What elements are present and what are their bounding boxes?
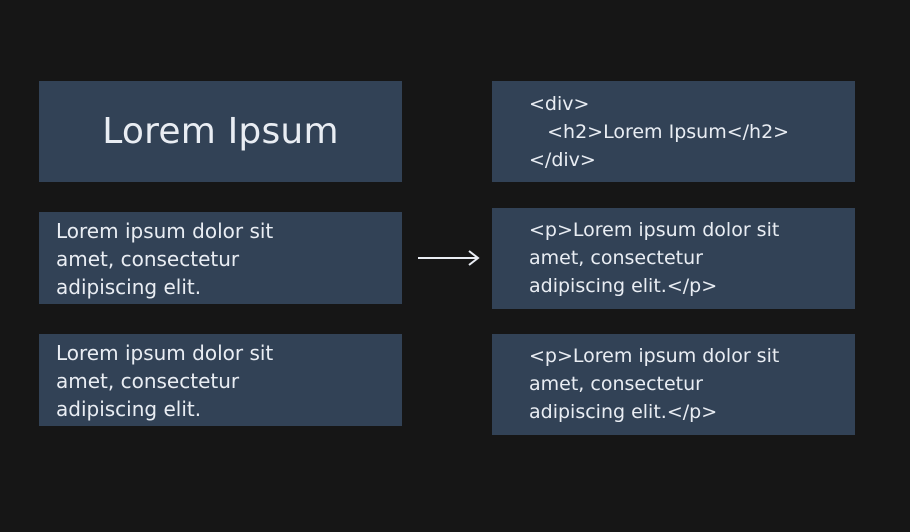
rendered-paragraph-box-1: Lorem ipsum dolor sit amet, consectetur … <box>39 212 402 304</box>
rendered-paragraph-box-2: Lorem ipsum dolor sit amet, consectetur … <box>39 334 402 426</box>
code-box-p-1: <p>Lorem ipsum dolor sit amet, consectet… <box>492 208 855 309</box>
code-paragraph-1: <p>Lorem ipsum dolor sit amet, consectet… <box>529 219 780 297</box>
rendered-title-box: Lorem Ipsum <box>39 81 402 182</box>
code-box-div-h2: <div> <h2>Lorem Ipsum</h2> </div> <box>492 81 855 182</box>
rendered-title: Lorem Ipsum <box>102 111 339 152</box>
code-box-p-2: <p>Lorem ipsum dolor sit amet, consectet… <box>492 334 855 435</box>
code-div-h2: <div> <h2>Lorem Ipsum</h2> </div> <box>529 93 790 171</box>
right-arrow-icon <box>418 250 480 266</box>
rendered-paragraph-2: Lorem ipsum dolor sit amet, consectetur … <box>56 341 274 421</box>
rendered-paragraph-1: Lorem ipsum dolor sit amet, consectetur … <box>56 219 274 299</box>
code-paragraph-2: <p>Lorem ipsum dolor sit amet, consectet… <box>529 345 780 423</box>
